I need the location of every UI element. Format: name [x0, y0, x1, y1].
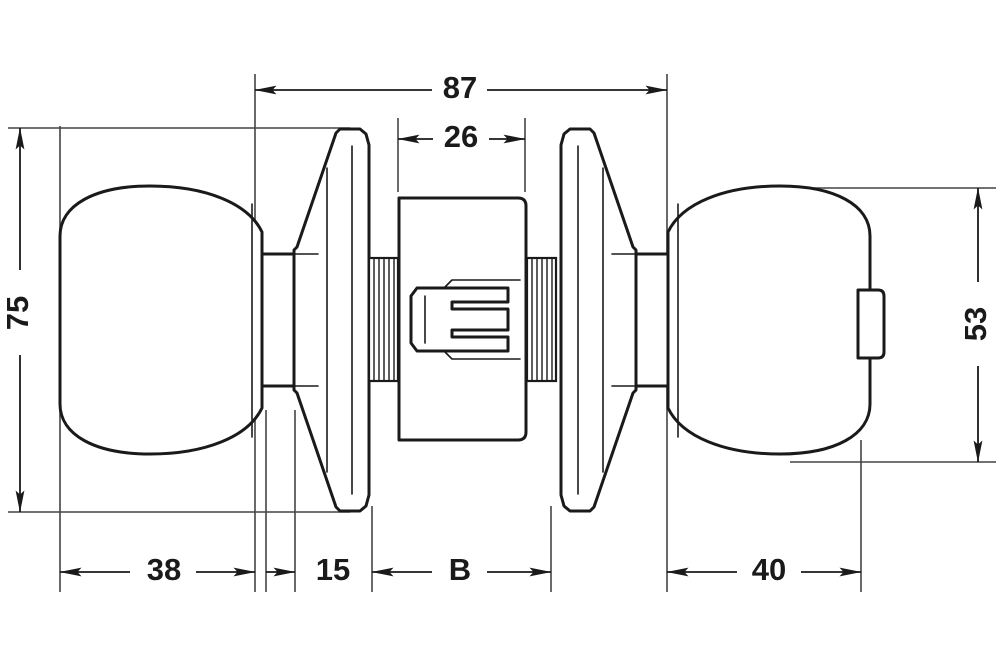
dim-40-label: 40 [752, 552, 786, 587]
latch-bolt-detail-lower [443, 350, 521, 360]
dim-26-label: 26 [444, 119, 478, 154]
left-spindle-knurling [367, 256, 400, 383]
right-knob-height-dimension: 53 [958, 187, 993, 463]
right-rose-escutcheon [559, 127, 638, 513]
left-knob-height-dimension: 75 [0, 127, 35, 513]
right-knob-push-button [856, 288, 886, 360]
rose-thickness-dimension: 15 [316, 552, 350, 587]
right-spindle-knurling [525, 256, 558, 383]
dim-87-label: 87 [443, 70, 477, 105]
latch-bolt-detail-upper [443, 279, 521, 289]
right-knob-neck [634, 252, 670, 388]
dim-B-label: B [449, 552, 471, 587]
dim-15-label: 15 [316, 552, 350, 587]
right-knob [666, 184, 872, 456]
dim-53-label: 53 [958, 307, 993, 341]
dim-75-label: 75 [0, 296, 35, 330]
latch-bolt [409, 286, 510, 353]
door-thickness-dimension: B [371, 552, 552, 587]
dim-38-label: 38 [147, 552, 181, 587]
left-knob-neck [260, 252, 296, 388]
latch-body-width-dimension: 26 [397, 119, 526, 154]
left-knob-projection-dimension: 38 [59, 552, 256, 587]
overall-width-dimension: 87 [254, 70, 668, 105]
left-knob [58, 184, 264, 456]
left-rose-escutcheon [292, 127, 371, 513]
right-knob-projection-dimension: 40 [666, 552, 862, 587]
